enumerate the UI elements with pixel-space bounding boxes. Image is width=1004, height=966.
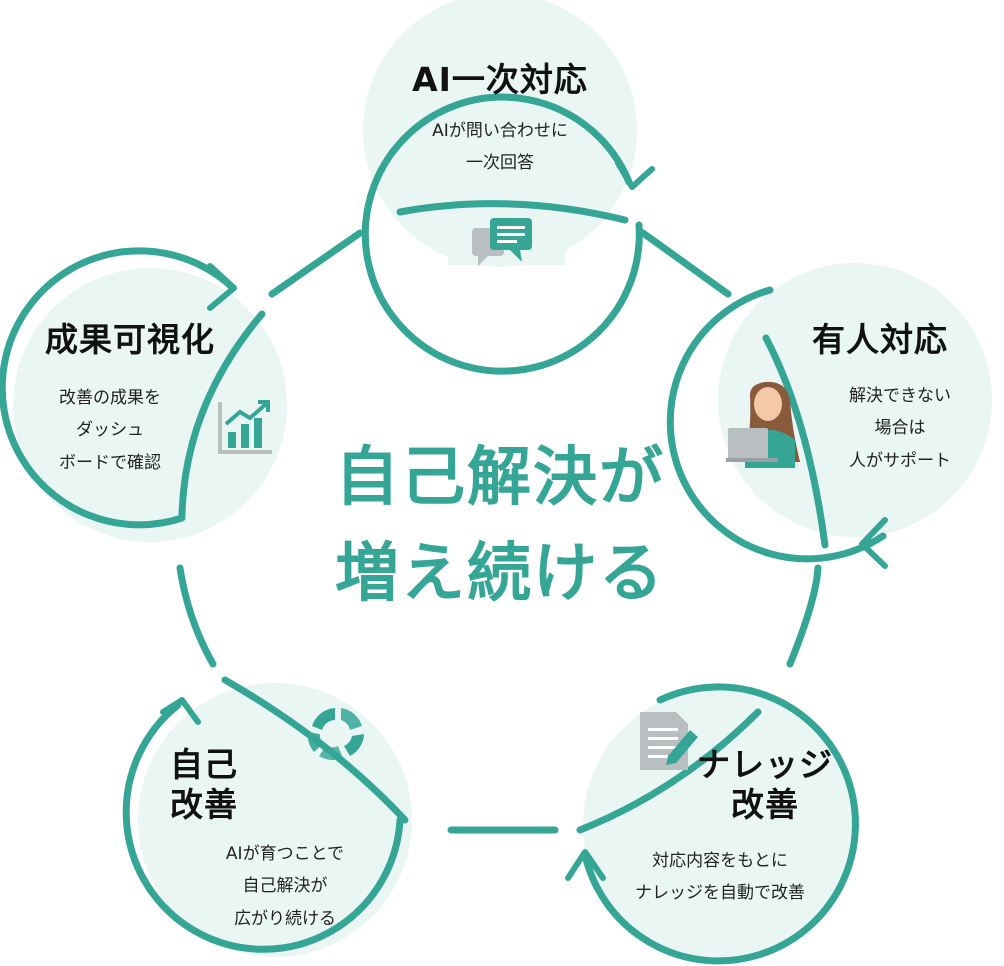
arrow-head-icon: [859, 517, 888, 569]
node-title: 有人対応: [812, 320, 948, 359]
node-ring: [361, 93, 643, 375]
center-title-line2: 増え続ける: [335, 537, 665, 611]
node-description: AIが問い合わせに 一次回答: [432, 121, 568, 174]
node-ring: [581, 683, 859, 965]
node-results-visualize: [0, 247, 287, 542]
node-description: 対応内容をもとに ナレッジを自動で改善: [635, 851, 805, 904]
center-title-line1: 自己解決が: [335, 441, 665, 515]
arrow-head-icon: [160, 697, 201, 725]
node-ring: [122, 701, 404, 953]
bar-chart-icon: [218, 400, 272, 454]
node-title: ナレッジ 改善: [697, 745, 833, 825]
node-human-support: [666, 263, 992, 569]
node-description: 改善の成果を ダッシュ ボードで確認: [59, 388, 161, 473]
node-self-improve: [122, 676, 412, 957]
node-title: 成果可視化: [45, 320, 215, 359]
arrow-head-icon: [565, 849, 606, 881]
node-ring: [666, 286, 887, 563]
node-title: AI一次対応: [412, 60, 588, 99]
node-ai-first-response: [361, 0, 655, 375]
arrow-head-icon: [207, 263, 237, 311]
node-description: AIが育つことで 自己解決が 広がり続ける: [225, 844, 345, 929]
document-edit-icon: [640, 712, 698, 770]
node-description: 解決できない 場合は 人がサポート: [849, 386, 951, 471]
chat-bubbles-icon: [472, 218, 532, 266]
node-ring: [0, 247, 236, 529]
arrow-head-icon: [615, 160, 655, 190]
refresh-cycle-icon: [307, 708, 364, 761]
node-title: 自己 改善: [170, 745, 238, 825]
center-title: 自己解決が 増え続ける: [290, 430, 710, 622]
operator-person-icon: [726, 381, 800, 468]
main-ring: [176, 229, 822, 834]
